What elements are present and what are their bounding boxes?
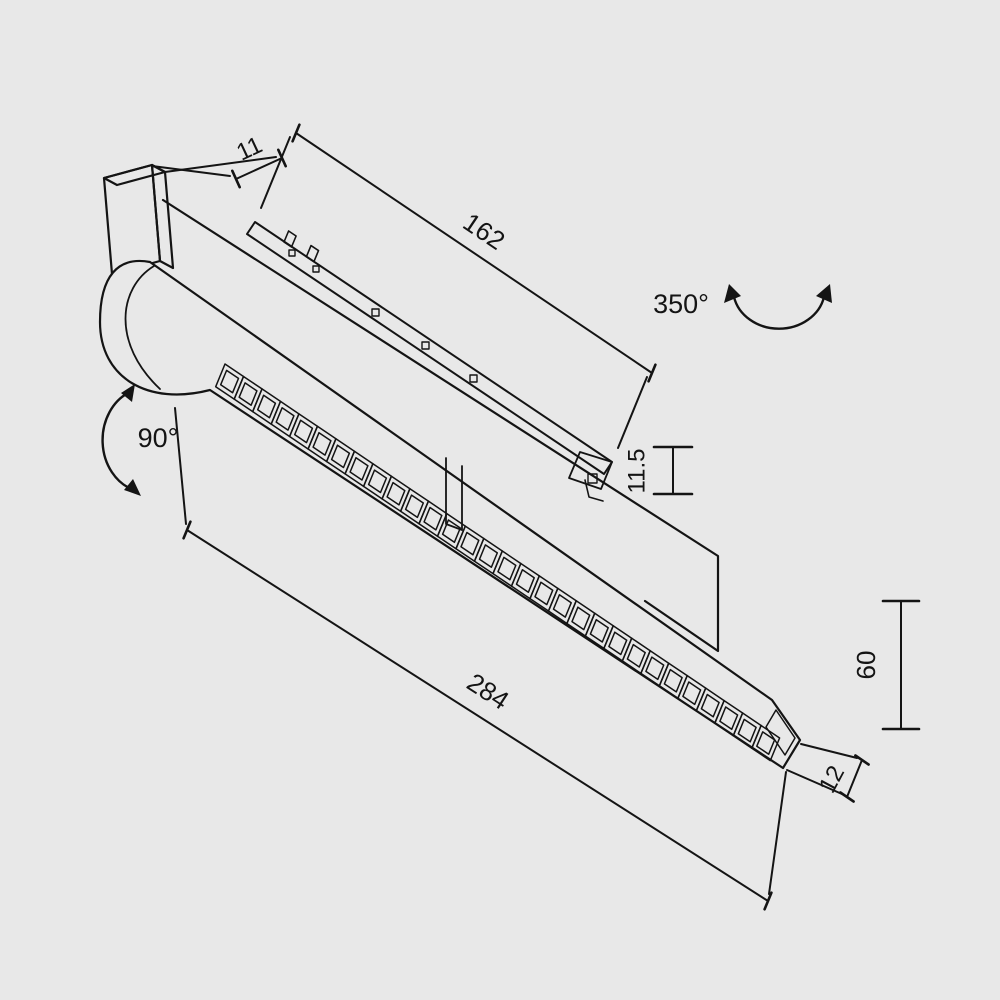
louver-cell (700, 693, 720, 718)
arrowhead (816, 284, 832, 303)
extension-line (786, 769, 843, 795)
end-louver-cell (765, 709, 796, 756)
dimension-tick (231, 169, 241, 189)
screw (312, 265, 320, 273)
dimension-tick (763, 891, 773, 911)
dimension-tick (291, 123, 301, 143)
arrowhead (121, 384, 135, 402)
louver-cell (552, 594, 572, 618)
dimension-louver-depth (786, 743, 870, 803)
extension-line (260, 136, 291, 209)
louver-cell (737, 718, 757, 743)
louver-cell (645, 656, 665, 681)
louver-cell (219, 369, 240, 394)
louver-cell (367, 469, 388, 494)
light-head-outline (98, 259, 802, 770)
mount-panel (161, 198, 720, 653)
tilt-rotation-label: 90° (138, 423, 179, 453)
louver-cell (682, 681, 702, 706)
dimension-line (295, 132, 653, 374)
mount-panel-outline (161, 198, 720, 653)
louver-cell (293, 419, 314, 444)
louver-cell (256, 394, 277, 419)
tilt-rotation-arrow (101, 384, 141, 496)
mount-clip (283, 230, 297, 248)
louver-cell (608, 631, 628, 656)
screw (469, 374, 478, 383)
louver-cell (404, 494, 425, 519)
louver-cell (571, 606, 591, 631)
extension-line (151, 165, 231, 177)
fixture-drawing (98, 163, 802, 770)
pan-rotation-arrow (724, 284, 832, 330)
dimension-tick (182, 520, 192, 540)
louver-cell (330, 444, 351, 469)
screw (421, 341, 430, 350)
louver-cell (589, 618, 609, 643)
dimension-track-height (652, 445, 694, 496)
connector-latch (587, 473, 598, 484)
arrowhead (724, 284, 741, 303)
connector-hook (584, 479, 604, 502)
louver-cell (238, 382, 258, 406)
louver-cell (515, 569, 535, 593)
mount-clip (305, 244, 320, 263)
louver-cell (441, 519, 462, 544)
extension-line (800, 743, 858, 759)
rotation-arc (101, 390, 136, 492)
rotation-arc (732, 295, 826, 330)
dimension-track-length (260, 123, 657, 449)
dimension-tick (839, 791, 855, 803)
dimension-line (235, 157, 283, 180)
arrowhead (124, 479, 141, 496)
screw (288, 249, 296, 257)
hinge-bracket (445, 457, 463, 531)
louver-cell (534, 581, 554, 606)
extension-line (174, 407, 187, 525)
louver-cell (460, 531, 480, 556)
dimension-line (846, 759, 863, 798)
louver-cell (756, 731, 776, 755)
louver-cell (275, 407, 295, 431)
track-rail (246, 221, 613, 502)
light-head (98, 259, 802, 770)
track-height-label: 11.5 (623, 449, 650, 494)
track-rail-outline (246, 221, 613, 475)
dimensions (101, 123, 921, 911)
head-endcap-curve (124, 265, 161, 390)
louver-cell (349, 456, 369, 481)
mount-box-side (150, 163, 175, 270)
dimension-fixture-height (881, 599, 921, 731)
fixture-height-label: 60 (851, 651, 881, 680)
track-connector (568, 451, 613, 490)
dimension-tick (647, 363, 657, 383)
louver-grid (214, 363, 781, 762)
screw (371, 308, 380, 317)
louver-cell (719, 706, 739, 731)
dimension-tick (276, 148, 288, 168)
louver-cell (663, 668, 683, 693)
louver-cell (423, 506, 443, 531)
louver-cell (312, 431, 332, 456)
louver-cell (497, 556, 517, 581)
dimension-tick (854, 754, 870, 766)
pan-rotation-label: 350° (653, 289, 709, 319)
extension-line (768, 771, 787, 895)
dimension-fixture-length (174, 407, 787, 911)
dimension-line (186, 529, 769, 902)
louver-cell (478, 544, 499, 568)
extension-line (617, 376, 648, 449)
louver-cell (386, 481, 406, 506)
louver-cell (751, 724, 781, 762)
louver-cell (626, 643, 646, 668)
dimension-track-width (151, 148, 288, 189)
extension-line (164, 156, 277, 173)
